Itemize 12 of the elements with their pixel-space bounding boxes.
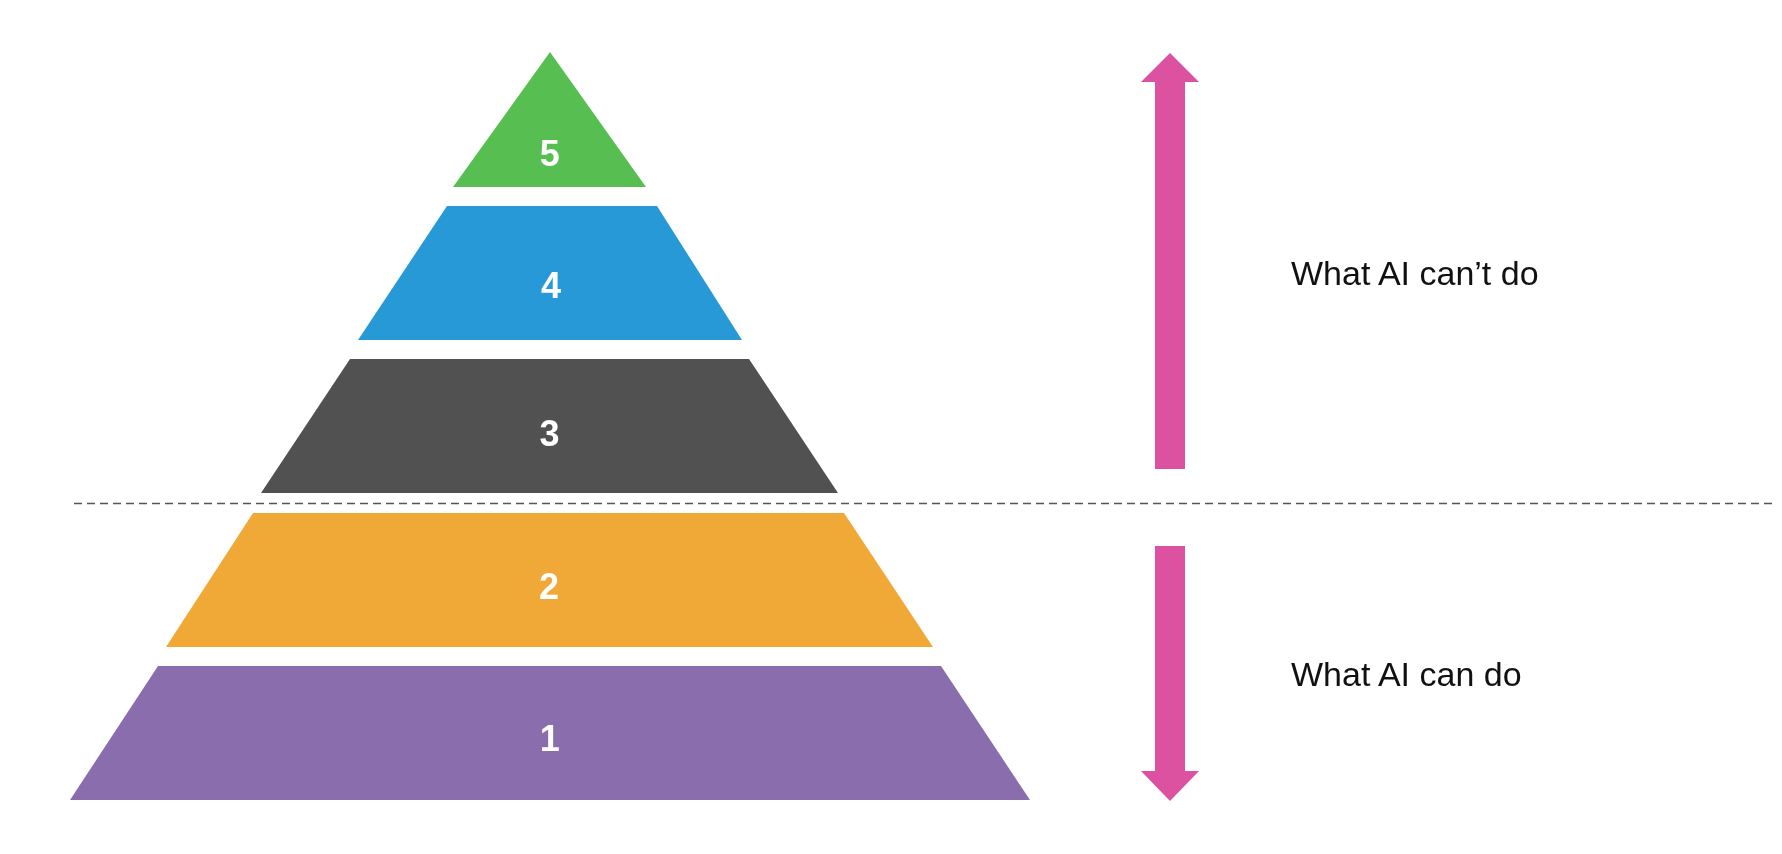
level-number: 3 <box>539 416 560 452</box>
level-number: 4 <box>541 268 561 304</box>
pyramid-tier <box>358 206 742 340</box>
pyramid-tier <box>70 666 1030 800</box>
level-number: 2 <box>539 569 559 605</box>
side-label: What AI can do <box>1291 657 1522 691</box>
pyramid-tier <box>166 513 933 647</box>
pyramid-tier <box>261 359 838 493</box>
level-number: 5 <box>539 136 560 172</box>
pyramid-top-triangle <box>453 52 646 187</box>
level-number: 1 <box>539 721 560 757</box>
side-label: What AI can’t do <box>1291 256 1539 290</box>
